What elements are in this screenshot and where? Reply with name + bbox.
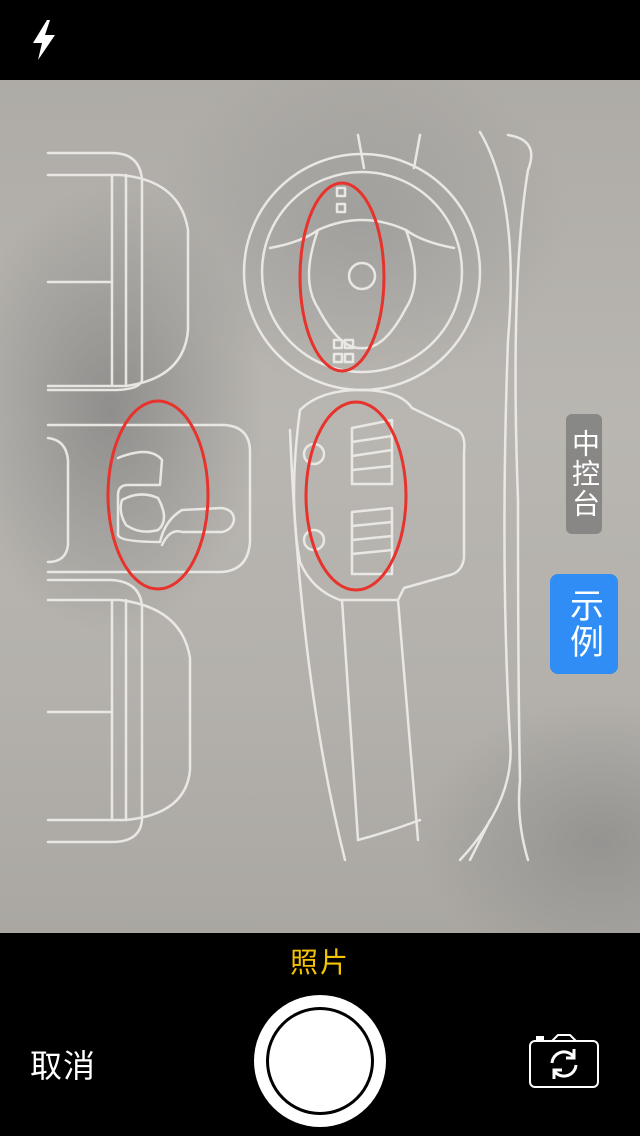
center-console-highlight [304, 400, 408, 592]
camera-viewfinder: 中控台 示例 [0, 80, 640, 933]
left-seat-upper-outline [46, 151, 190, 392]
bottom-bar: 照片 取消 [0, 933, 640, 1136]
camera-mode-label[interactable]: 照片 [289, 946, 350, 979]
center-console-outline [288, 388, 466, 862]
mode-option-example[interactable]: 示例 [550, 574, 618, 674]
flash-icon[interactable] [28, 18, 60, 62]
mode-option-console[interactable]: 中控台 [566, 414, 602, 534]
left-seat-lower-outline [46, 578, 192, 844]
gear-shift-highlight [106, 399, 210, 591]
camera-switch-icon[interactable] [528, 1033, 600, 1089]
dashboard-outline-overlay [46, 130, 533, 862]
highlight-markers [106, 181, 408, 592]
dashboard-edge-outline [458, 130, 533, 862]
steering-wheel-outline [242, 133, 482, 392]
top-bar [0, 0, 640, 80]
steering-wheel-highlight [298, 181, 386, 373]
shutter-inner-ring [266, 1007, 374, 1115]
cancel-button[interactable]: 取消 [30, 1047, 97, 1085]
shutter-button[interactable] [254, 995, 386, 1127]
gear-shift-outline [46, 423, 252, 574]
